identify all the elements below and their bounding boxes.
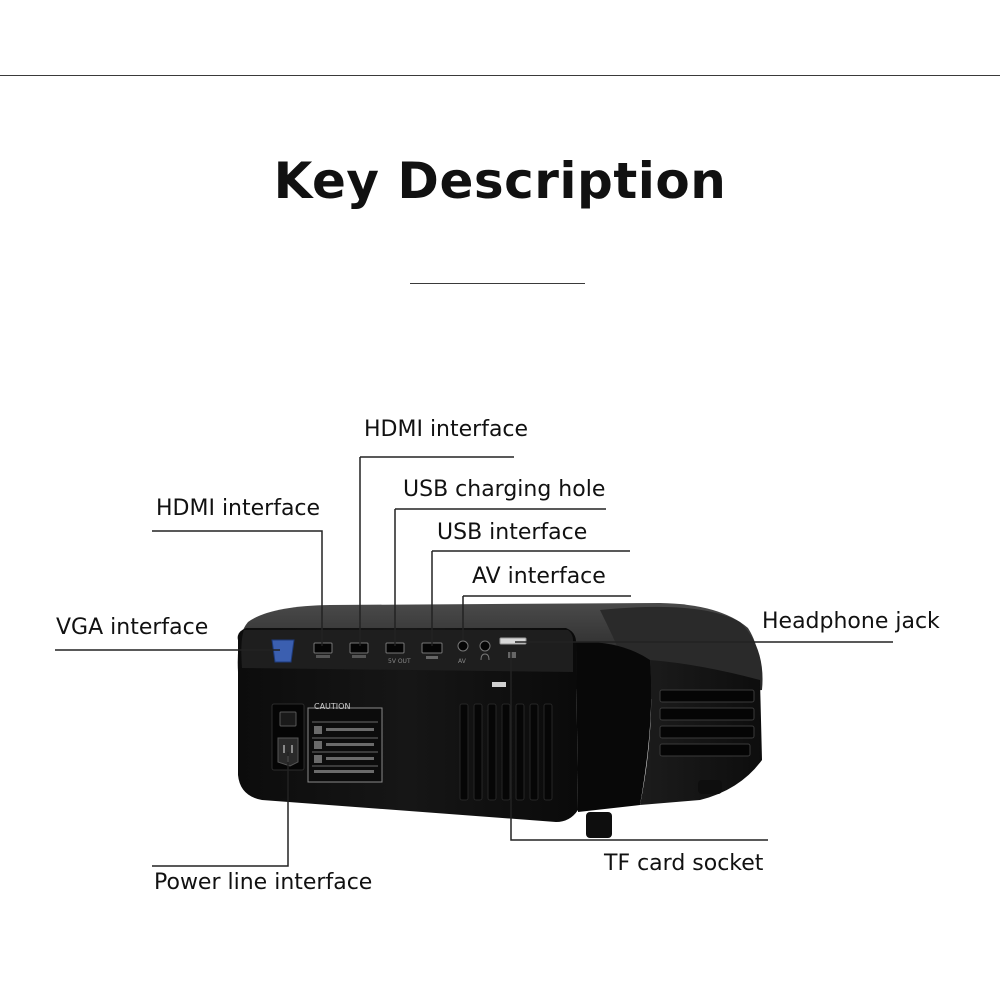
vga-port xyxy=(271,639,295,663)
indicator-light xyxy=(492,682,506,687)
port-av-text: AV xyxy=(458,658,467,665)
label-headphone-jack: Headphone jack xyxy=(762,609,940,634)
label-usb-charging-hole: USB charging hole xyxy=(403,477,606,502)
port-5v-out-text: 5V OUT xyxy=(388,658,411,665)
leader-lines xyxy=(55,456,893,867)
side-vent-grille xyxy=(659,689,755,757)
label-av-interface: AV interface xyxy=(472,564,606,589)
top-divider xyxy=(0,75,1000,76)
av-port: AV xyxy=(457,640,469,665)
page-title: Key Description xyxy=(273,152,727,210)
label-hdmi-interface-left: HDMI interface xyxy=(156,496,321,521)
leader-power xyxy=(152,752,289,867)
leader-hdmi-left xyxy=(152,530,323,646)
label-usb-interface: USB interface xyxy=(437,520,588,545)
label-power-line-interface: Power line interface xyxy=(154,870,373,895)
rear-vents xyxy=(459,703,553,801)
label-vga-interface: VGA interface xyxy=(56,615,209,640)
caution-text: CAUTION xyxy=(314,702,350,711)
hdmi-port-2 xyxy=(349,642,369,658)
caution-label: CAUTION xyxy=(307,702,383,783)
headphone-port xyxy=(479,640,491,661)
label-tf-card-socket: TF card socket xyxy=(604,851,764,876)
hdmi-port-1 xyxy=(313,642,333,658)
label-hdmi-interface-top: HDMI interface xyxy=(364,417,529,442)
title-underline xyxy=(410,283,585,284)
leader-tf-card xyxy=(510,652,768,841)
